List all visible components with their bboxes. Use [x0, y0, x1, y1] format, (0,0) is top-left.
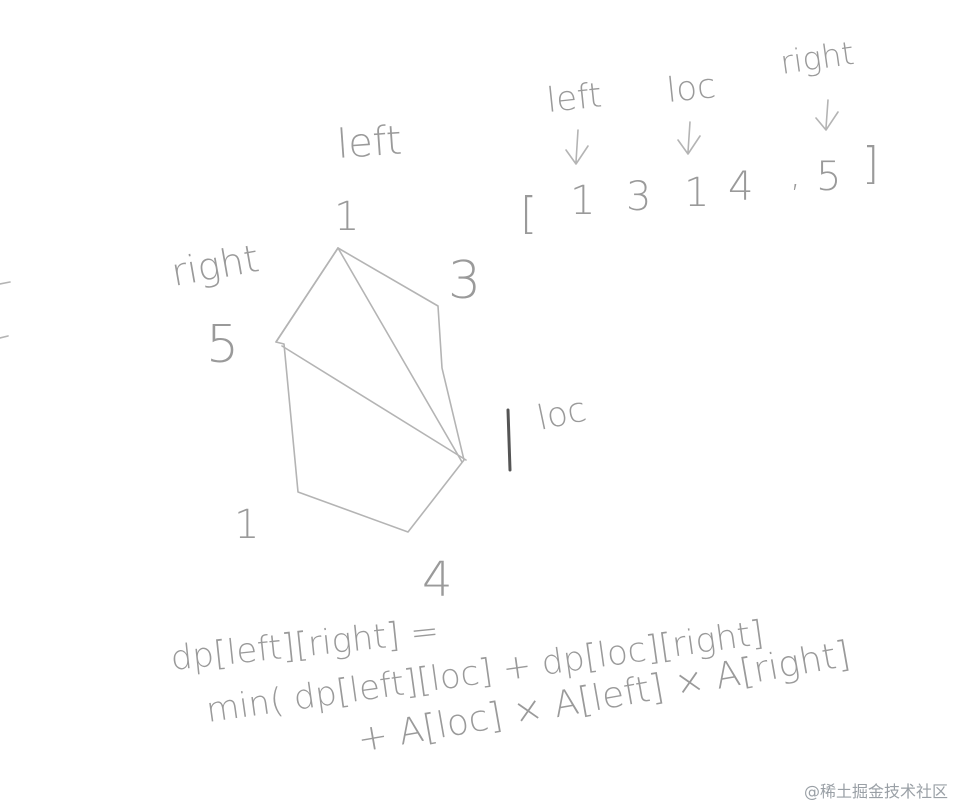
- arrow-down-left: [565, 129, 589, 165]
- vertex-value-4: 4: [422, 552, 453, 608]
- array-element-5: 5: [816, 154, 841, 200]
- polygon-outline-top: [275, 247, 339, 343]
- arrow-down-right: [815, 99, 839, 131]
- pointer-label-loc: loc: [665, 66, 718, 111]
- vertex-value-left: 1: [334, 194, 359, 240]
- vertex-value-bottom-left: 1: [234, 502, 259, 548]
- diagonal-left-loc: [337, 247, 463, 463]
- polygon-diagram: left 1 3 right 5 loc 1 4: [168, 118, 590, 608]
- array-diagram: left loc right [ 1 3 1 4 , 5 ]: [520, 34, 879, 239]
- edge-mark: [0, 281, 11, 339]
- pointer-label-left: left: [545, 75, 604, 121]
- pointer-label-right: right: [778, 34, 857, 82]
- diagonal-right-loc: [281, 345, 467, 461]
- vertex-value-right: 5: [206, 315, 239, 375]
- watermark: @稀土掘金技术社区: [803, 782, 948, 801]
- recurrence-formula: dp[left][right] = min( dp[left][loc] + d…: [169, 611, 854, 761]
- loc-marker: [506, 408, 512, 472]
- vertex-label-loc: loc: [534, 389, 590, 438]
- arrow-down-loc: [677, 121, 701, 155]
- array-element-2: 3: [626, 174, 651, 220]
- array-element-4: 4: [728, 164, 753, 210]
- polygon-outline: [275, 247, 465, 533]
- array-close-bracket: ]: [862, 138, 879, 189]
- array-open-bracket: [: [520, 188, 537, 239]
- vertex-label-left: left: [335, 118, 403, 168]
- array-element-3: 1: [684, 170, 709, 216]
- vertex-label-right: right: [168, 236, 262, 295]
- vertex-value-3: 3: [448, 251, 481, 311]
- array-element-1: 1: [570, 178, 595, 224]
- array-separator: ,: [790, 155, 801, 195]
